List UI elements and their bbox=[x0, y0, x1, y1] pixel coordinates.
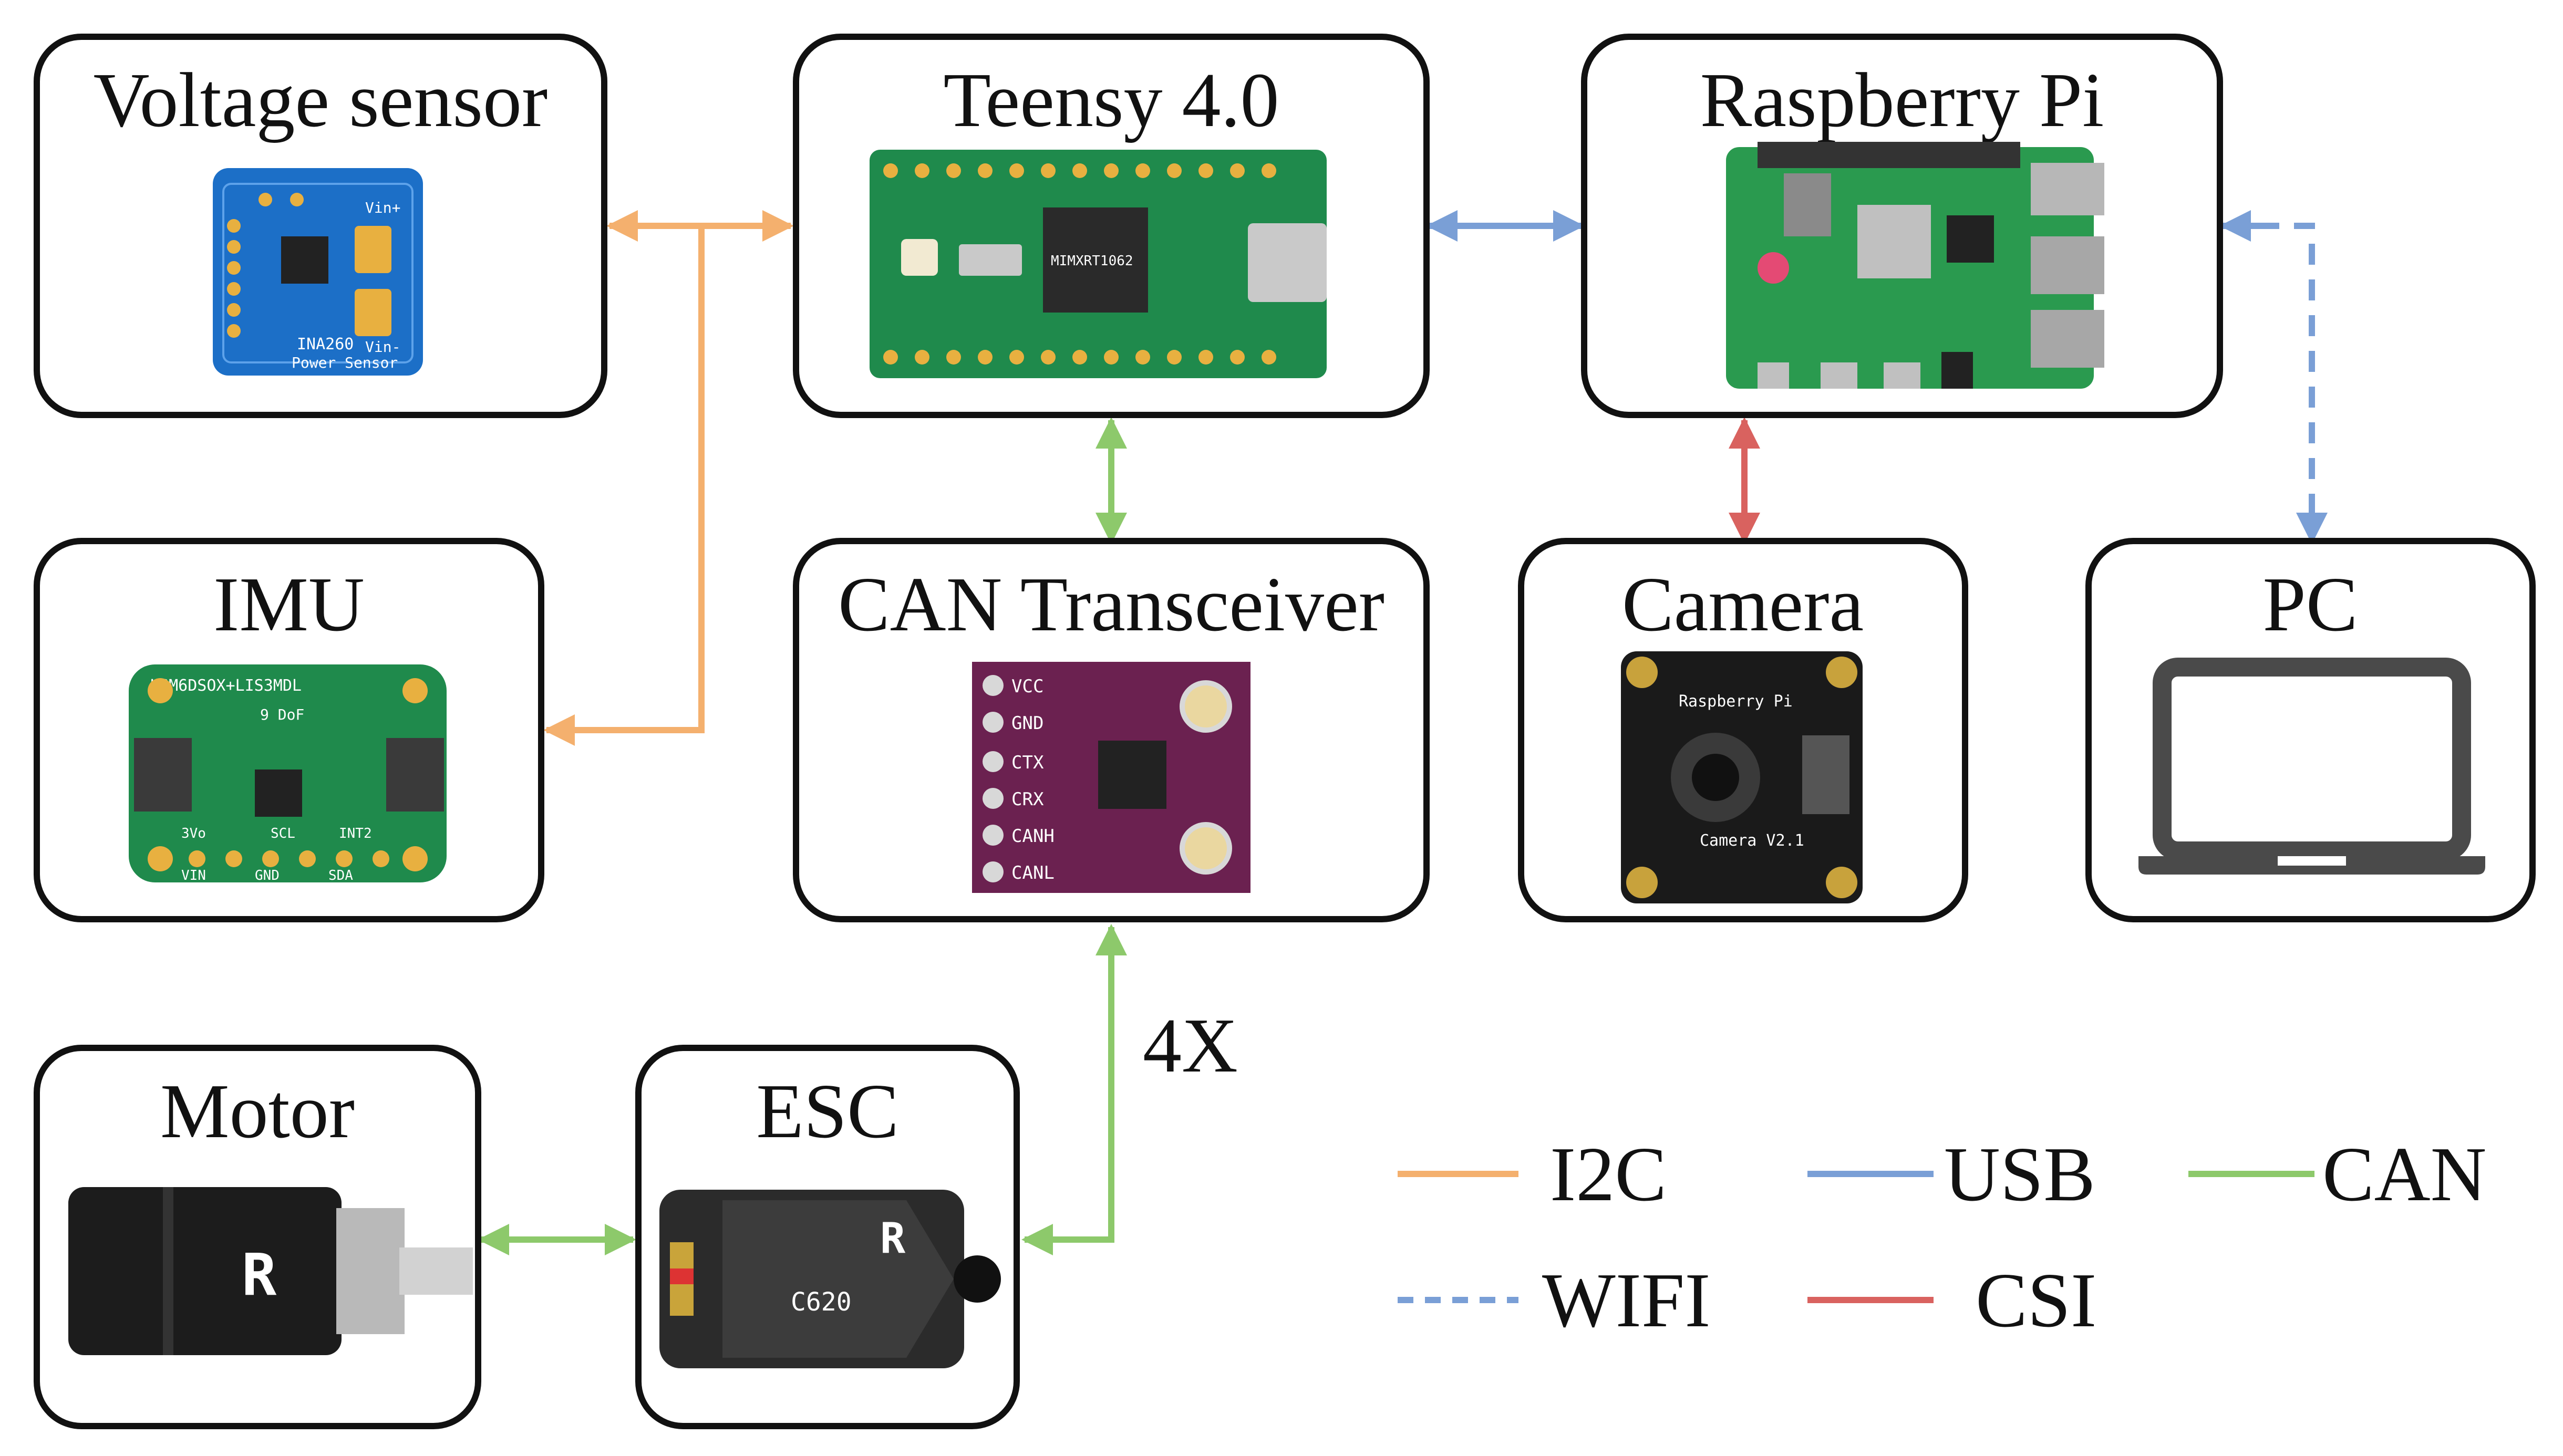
legend-label: WIFI bbox=[1542, 1257, 1711, 1344]
laptop-icon bbox=[2138, 658, 2485, 875]
legend-item-csi: CSI bbox=[1807, 1257, 2096, 1344]
raspberry-pi-board-icon bbox=[1726, 142, 2104, 389]
imu-pin-gnd: GND bbox=[255, 868, 280, 883]
imu-pin-3vo: 3Vo bbox=[181, 826, 206, 841]
legend: I2C USB CAN WIFI CSI bbox=[1398, 1131, 2486, 1344]
node-title: ESC bbox=[756, 1068, 898, 1155]
ina260-vin-minus-label: Vin- bbox=[365, 338, 400, 356]
motor-brand-label: R bbox=[242, 1241, 277, 1308]
ina260-vin-plus-label: Vin+ bbox=[365, 199, 400, 216]
imu-dof-label: 9 DoF bbox=[260, 706, 304, 723]
legend-item-can: CAN bbox=[2188, 1131, 2486, 1218]
ina260-board-label: Power Sensor bbox=[292, 354, 398, 371]
can-transceiver-board-icon: VCC GND CTX CRX CANH CANL bbox=[972, 662, 1251, 893]
node-title: PC bbox=[2262, 561, 2358, 648]
legend-label: CAN bbox=[2322, 1131, 2486, 1218]
teensy-board-icon: MIMXRT1062 bbox=[870, 150, 1327, 378]
teensy-chip-label: MIMXRT1062 bbox=[1051, 253, 1133, 269]
legend-item-wifi: WIFI bbox=[1398, 1257, 1711, 1344]
node-title: Camera bbox=[1622, 561, 1864, 648]
ina260-board-icon: INA260 Power Sensor Vin+ Vin- bbox=[213, 168, 423, 376]
connectors bbox=[478, 210, 2328, 1255]
legend-label: USB bbox=[1944, 1131, 2095, 1218]
node-camera: Camera Raspberry Pi Camera V2.1 bbox=[1518, 538, 1968, 922]
motor-icon: R bbox=[68, 1187, 473, 1355]
node-title: IMU bbox=[213, 561, 365, 648]
legend-item-i2c: I2C bbox=[1398, 1131, 1667, 1218]
node-title: Teensy 4.0 bbox=[943, 57, 1279, 143]
imu-pin-int2: INT2 bbox=[339, 826, 372, 841]
node-voltage-sensor: Voltage sensor INA260 Power Sensor Vin+ … bbox=[34, 34, 607, 418]
node-esc: ESC C620 R bbox=[635, 1045, 1020, 1429]
esc-brand-label: R bbox=[880, 1214, 906, 1263]
imu-board-icon: LSM6DSOX+LIS3MDL 9 DoF 3Vo SCL INT2 VIN … bbox=[129, 664, 447, 883]
legend-item-usb: USB bbox=[1807, 1131, 2095, 1218]
ina260-chip-label: INA260 bbox=[297, 335, 354, 353]
can-pin-gnd: GND bbox=[1011, 713, 1043, 734]
node-raspberry-pi: Raspberry Pi bbox=[1581, 34, 2223, 418]
can-pin-crx: CRX bbox=[1011, 789, 1044, 810]
can-pin-canl: CANL bbox=[1011, 862, 1055, 883]
can-bus-count-label: 4X bbox=[1143, 1003, 1238, 1089]
camera-brand-label: Raspberry Pi bbox=[1679, 692, 1793, 711]
node-teensy: Teensy 4.0 MIMXRT1062 bbox=[793, 34, 1430, 418]
legend-label: CSI bbox=[1976, 1257, 2096, 1344]
node-title: Voltage sensor bbox=[94, 57, 548, 143]
can-link-transceiver-esc bbox=[1021, 924, 1127, 1255]
can-pin-canh: CANH bbox=[1011, 826, 1055, 847]
node-imu: IMU LSM6DSOX+LIS3MDL 9 DoF 3Vo SCL INT2 … bbox=[34, 538, 544, 922]
node-pc: PC bbox=[2085, 538, 2536, 922]
imu-pin-sda: SDA bbox=[328, 868, 353, 883]
node-motor: Motor R bbox=[34, 1045, 481, 1429]
wifi-link-rpi-pc bbox=[2223, 223, 2328, 544]
can-pin-vcc: VCC bbox=[1011, 676, 1043, 697]
camera-model-label: Camera V2.1 bbox=[1700, 831, 1804, 850]
node-title: Motor bbox=[160, 1068, 355, 1155]
node-title: Raspberry Pi bbox=[1700, 57, 2104, 143]
node-can-transceiver: CAN Transceiver VCC GND CTX CRX CANH CAN… bbox=[793, 538, 1430, 922]
can-pin-ctx: CTX bbox=[1011, 752, 1044, 773]
camera-module-icon: Raspberry Pi Camera V2.1 bbox=[1621, 651, 1863, 903]
imu-pin-vin: VIN bbox=[181, 868, 206, 883]
legend-label: I2C bbox=[1550, 1131, 1667, 1218]
node-title: CAN Transceiver bbox=[838, 561, 1384, 648]
i2c-link-imu bbox=[543, 226, 705, 746]
imu-sensor-label: LSM6DSOX+LIS3MDL bbox=[150, 677, 302, 695]
esc-model-label: C620 bbox=[791, 1287, 852, 1317]
esc-icon: C620 R bbox=[659, 1190, 1001, 1368]
imu-pin-scl: SCL bbox=[271, 826, 295, 841]
